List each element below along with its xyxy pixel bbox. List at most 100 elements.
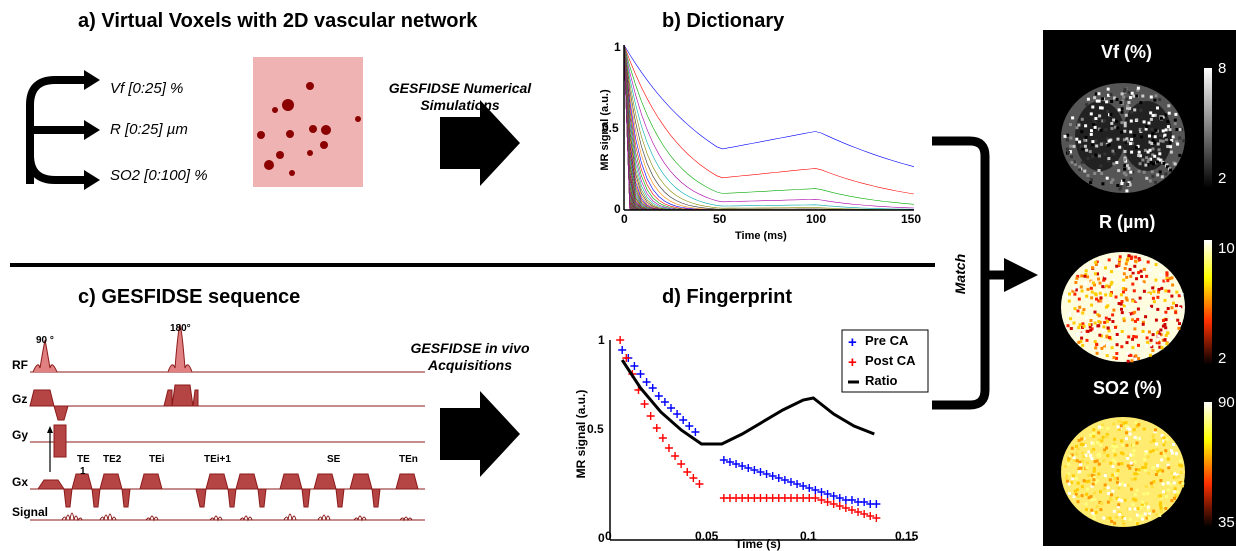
map-pixel — [1072, 459, 1076, 463]
map-pixel — [1101, 119, 1105, 123]
seq-label-gx: Gx — [12, 475, 29, 489]
map-pixel — [1110, 280, 1114, 284]
map-pixel — [1167, 289, 1171, 293]
map-pixel — [1125, 341, 1129, 345]
map-pixel — [1093, 292, 1097, 296]
map-pixel — [1177, 294, 1181, 298]
map-pixel — [1163, 323, 1167, 326]
d-ytick-1: 1 — [598, 333, 605, 347]
map-pixel — [1099, 289, 1103, 293]
point-post-ca — [841, 504, 850, 512]
map-pixel — [1156, 469, 1160, 473]
map-pixel — [1160, 175, 1164, 179]
map-pixel — [1105, 354, 1109, 358]
map-pixel — [1131, 453, 1135, 457]
map-pixel — [1112, 442, 1116, 446]
map-pixel — [1134, 146, 1138, 150]
map-pixel — [1137, 257, 1141, 261]
map-pixel — [1076, 447, 1080, 451]
map-pixel — [1099, 164, 1103, 168]
map-pixel — [1129, 177, 1133, 181]
map-pixel — [1100, 426, 1104, 429]
map-pixel — [1115, 352, 1119, 355]
point-post-ca — [823, 498, 832, 506]
map-pixel — [1099, 128, 1103, 132]
map-pixel — [1090, 473, 1094, 477]
map-r-title: R (µm) — [1099, 212, 1156, 232]
map-pixel — [1071, 477, 1075, 480]
map-pixel — [1093, 327, 1097, 331]
point-pre-ca — [685, 422, 694, 430]
map-pixel — [1157, 148, 1161, 152]
map-pixel — [1093, 475, 1097, 479]
map-pixel — [1170, 451, 1174, 455]
map-pixel — [1091, 154, 1095, 158]
map-pixel — [1091, 482, 1095, 486]
map-pixel — [1110, 127, 1114, 131]
map-pixel — [1072, 160, 1076, 164]
map-pixel — [1097, 349, 1101, 353]
map-pixel — [1095, 459, 1099, 463]
map-pixel — [1085, 148, 1089, 152]
map-pixel — [1140, 128, 1144, 132]
point-pre-ca — [732, 460, 741, 468]
map-pixel — [1122, 95, 1126, 99]
map-pixel — [1105, 433, 1109, 436]
map-pixel — [1072, 287, 1076, 291]
map-pixel — [1150, 127, 1154, 131]
map-pixel — [1084, 124, 1088, 128]
map-pixel — [1141, 517, 1144, 521]
point-pre-ca — [805, 484, 814, 492]
map-pixel — [1135, 277, 1138, 281]
map-pixel — [1112, 278, 1115, 282]
map-pixel — [1149, 450, 1153, 454]
map-pixel — [1139, 108, 1143, 112]
map-pixel — [1158, 152, 1162, 156]
dictionary-curve — [623, 44, 915, 205]
map-pixel — [1154, 180, 1158, 184]
map-pixel — [1118, 513, 1122, 516]
map-pixel — [1170, 471, 1174, 475]
map-pixel — [1126, 426, 1130, 430]
map-pixel — [1151, 449, 1155, 453]
map-pixel — [1178, 128, 1182, 131]
map-pixel — [1075, 137, 1079, 141]
map-pixel — [1113, 125, 1117, 129]
map-pixel — [1066, 324, 1070, 328]
map-pixel — [1102, 303, 1106, 307]
map-pixel — [1176, 490, 1179, 494]
map-pixel — [1166, 457, 1170, 461]
map-pixel — [1090, 508, 1094, 512]
map-pixel — [1073, 162, 1077, 166]
map-pixel — [1092, 447, 1096, 451]
point-pre-ca — [823, 490, 832, 498]
map-pixel — [1179, 459, 1183, 463]
map-pixel — [1136, 307, 1140, 311]
map-pixel — [1080, 494, 1084, 498]
legend-pre-ca: Pre CA — [865, 333, 909, 348]
map-pixel — [1142, 280, 1146, 284]
map-pixel — [1117, 302, 1121, 305]
map-pixel — [1108, 336, 1111, 340]
point-post-ca — [835, 502, 844, 510]
map-pixel — [1119, 424, 1123, 428]
map-pixel — [1117, 262, 1121, 266]
map-pixel — [1076, 309, 1080, 313]
map-pixel — [1074, 489, 1077, 493]
map-pixel — [1160, 346, 1164, 350]
map-pixel — [1170, 499, 1174, 503]
map-pixel — [1141, 158, 1145, 162]
map-pixel — [1087, 473, 1091, 477]
map-pixel — [1111, 458, 1115, 462]
map-pixel — [1156, 157, 1160, 161]
map-pixel — [1076, 495, 1080, 498]
map-pixel — [1176, 142, 1180, 146]
map-pixel — [1089, 286, 1093, 290]
map-pixel — [1149, 343, 1153, 347]
map-pixel — [1119, 420, 1123, 424]
map-pixel — [1127, 90, 1131, 94]
map-pixel — [1120, 345, 1124, 349]
map-pixel — [1173, 487, 1177, 491]
map-pixel — [1167, 111, 1171, 115]
